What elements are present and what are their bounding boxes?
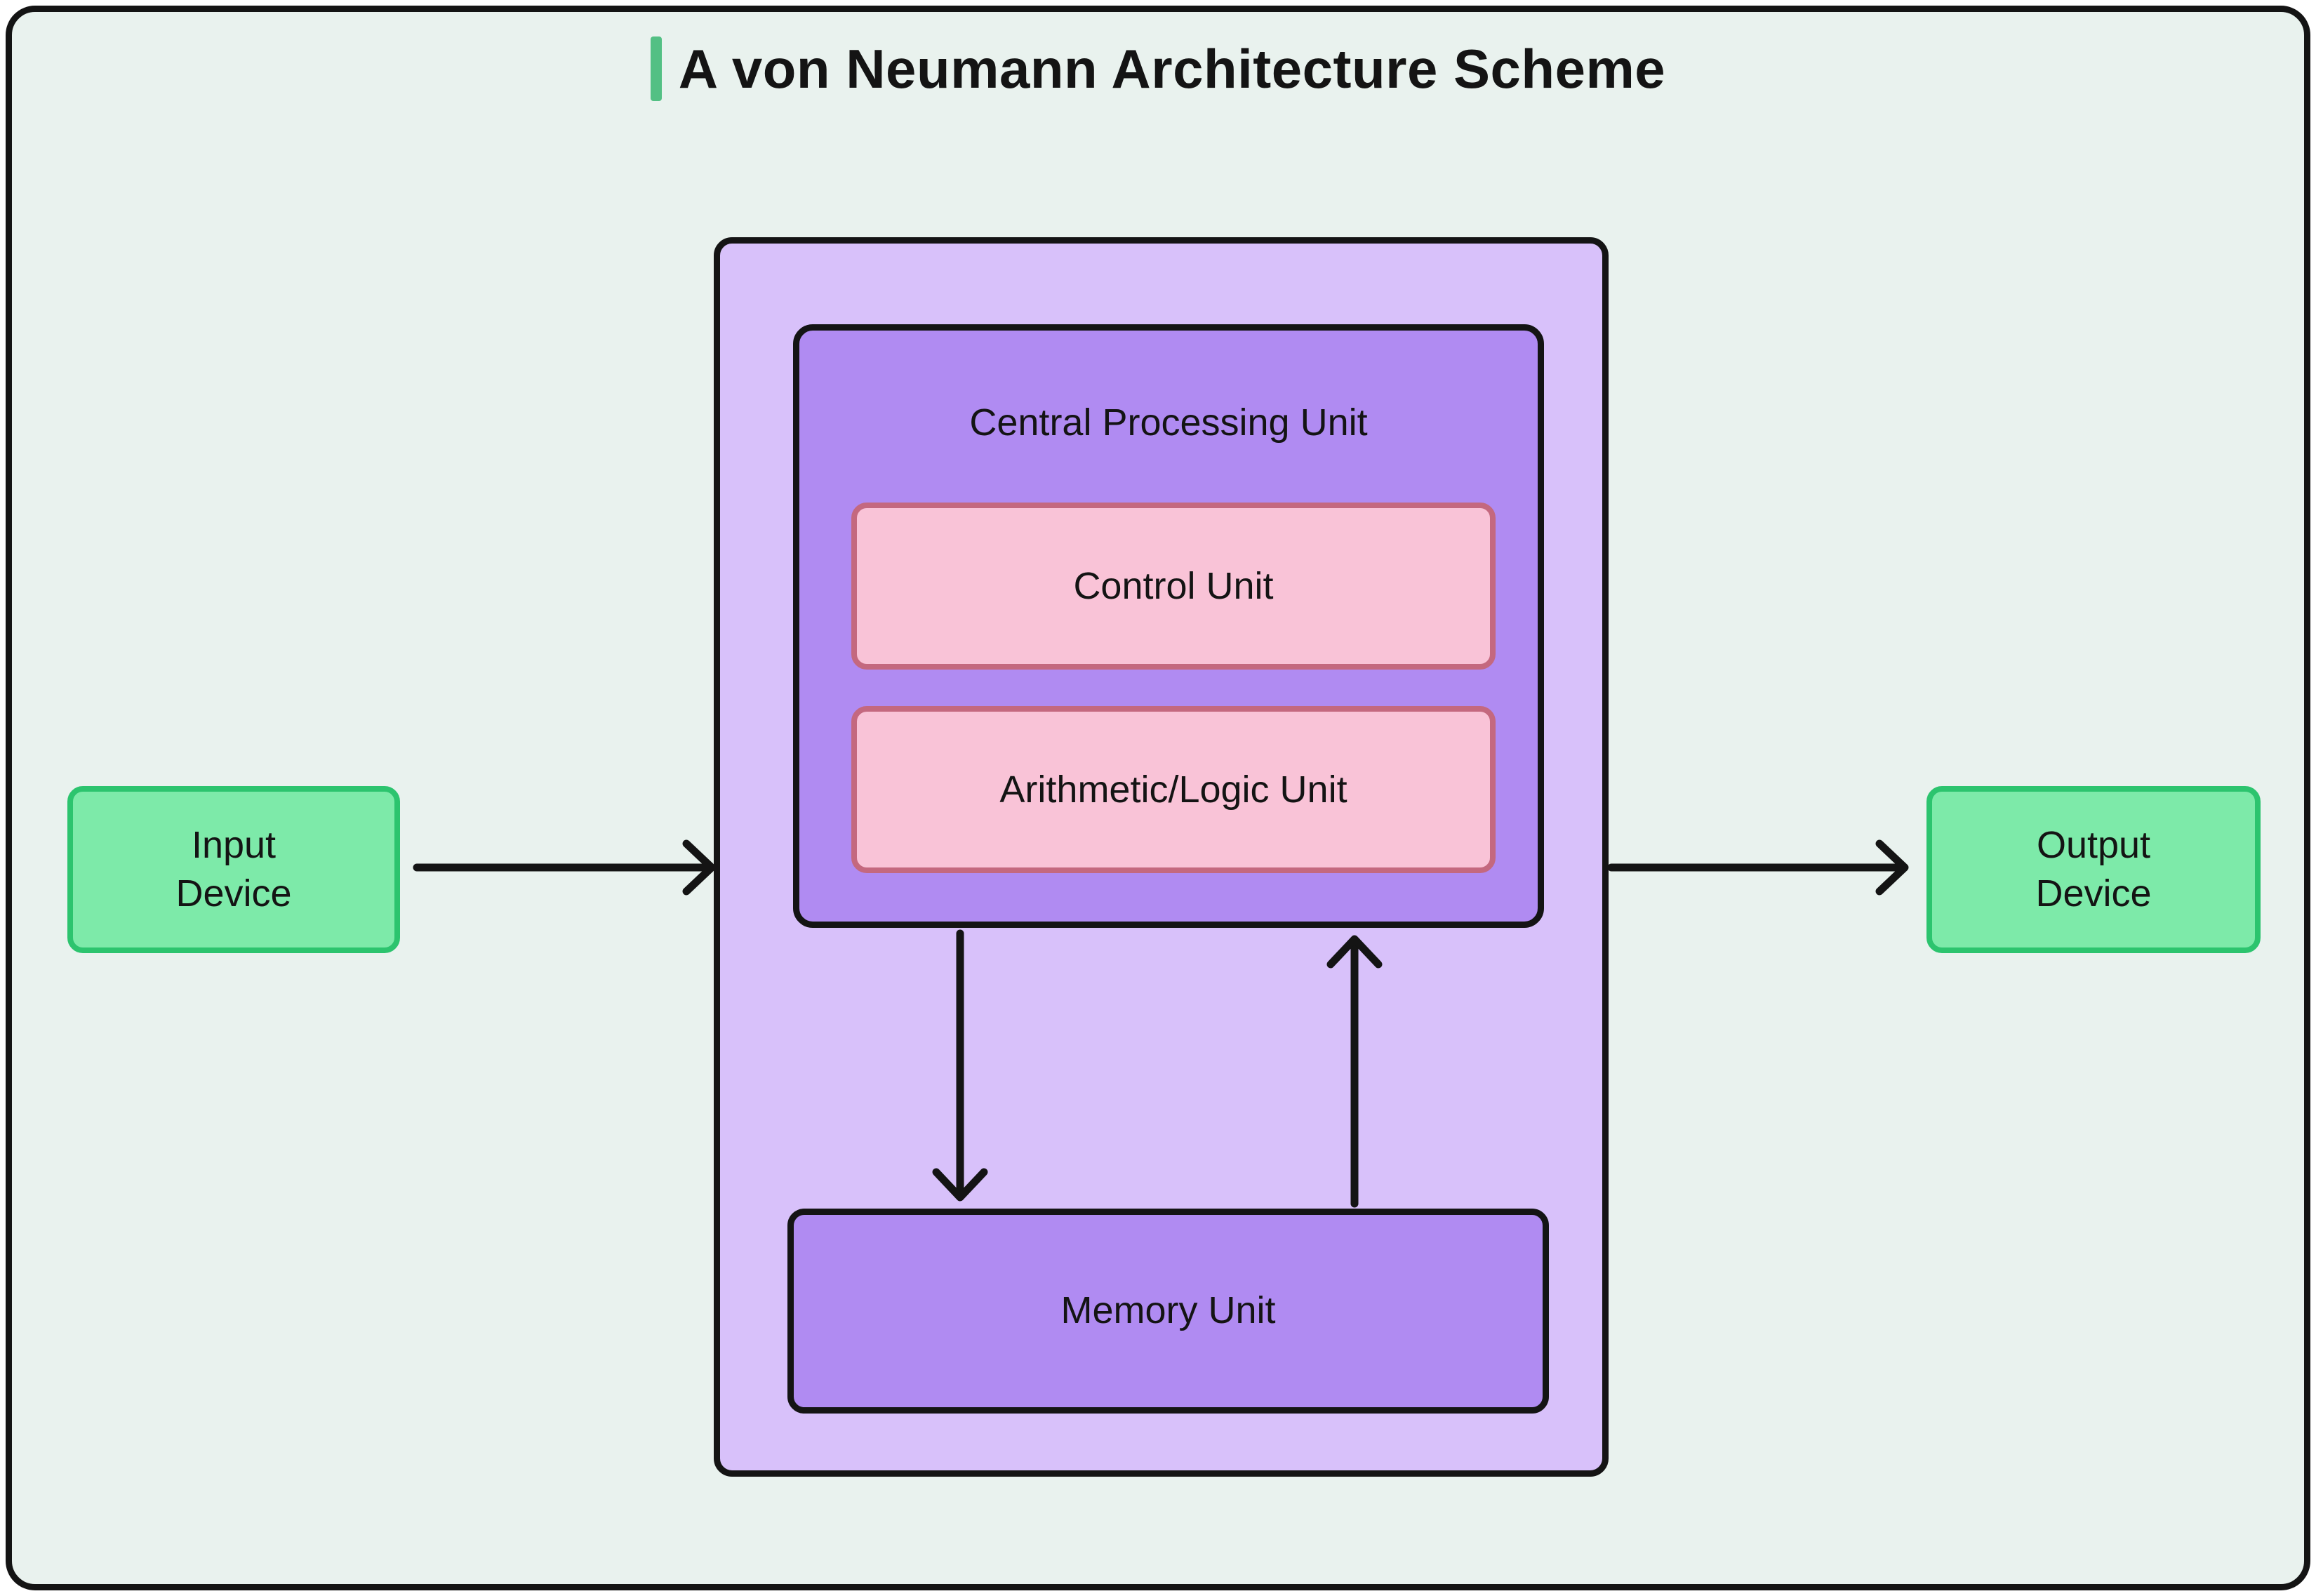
node-cpu: Central Processing Unit Control Unit Ari… bbox=[793, 324, 1544, 928]
cpu-label: Central Processing Unit bbox=[969, 401, 1368, 444]
page-title: A von Neumann Architecture Scheme bbox=[678, 37, 1666, 100]
title-block: A von Neumann Architecture Scheme bbox=[0, 36, 2316, 101]
node-input-device: Input Device bbox=[67, 786, 400, 953]
node-memory-unit: Memory Unit bbox=[787, 1209, 1549, 1414]
node-alu: Arithmetic/Logic Unit bbox=[851, 706, 1496, 873]
system-container: Central Processing Unit Control Unit Ari… bbox=[714, 237, 1609, 1477]
title-accent-bar bbox=[650, 36, 662, 101]
node-output-device: Output Device bbox=[1926, 786, 2261, 953]
node-control-unit: Control Unit bbox=[851, 503, 1496, 670]
